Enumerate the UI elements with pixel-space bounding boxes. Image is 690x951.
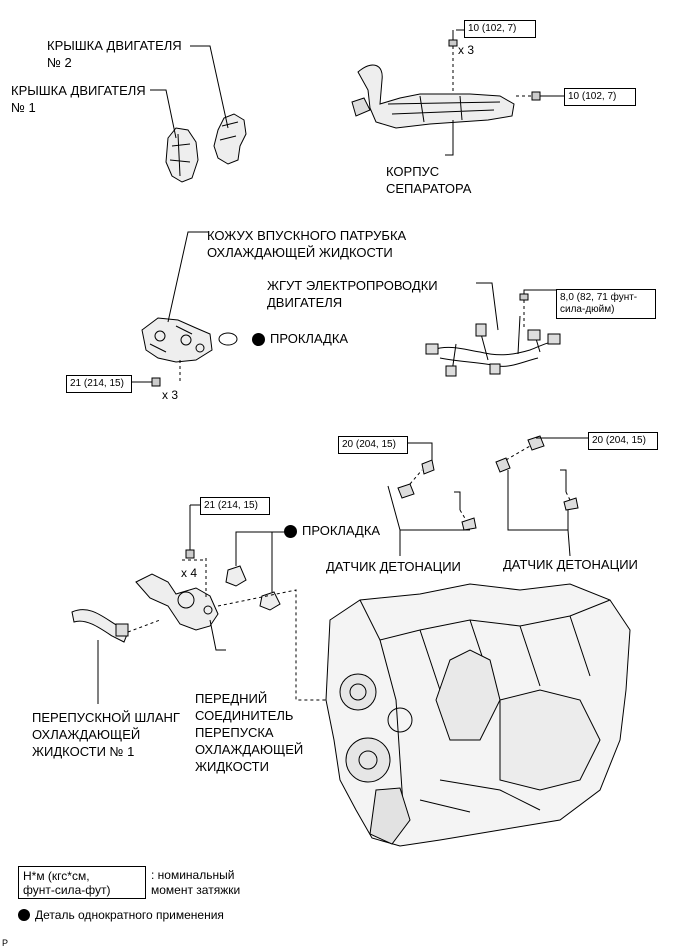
engine-block-part [325,583,631,847]
legend-single-use-text: Деталь однократного применения [35,908,224,922]
label-bypass-hose: ПЕРЕПУСКНОЙ ШЛАНГ ОХЛАЖДАЮЩЕЙ ЖИДКОСТИ №… [32,710,180,759]
label-gasket-2: ПРОКЛАДКА [302,523,381,538]
single-use-icon [252,333,265,346]
label-knock-sensor-left: ДАТЧИК ДЕТОНАЦИИ [326,559,461,574]
front-bypass-connector-part [135,573,219,631]
label-front-connector: ПЕРЕДНИЙ СОЕДИНИТЕЛЬ ПЕРЕПУСКА ОХЛАЖДАЮЩ… [195,691,304,774]
torque-box-separator-top: 10 (102, 7) [464,20,536,38]
label-knock-sensor-right: ДАТЧИК ДЕТОНАЦИИ [503,557,638,572]
label-gasket-1: ПРОКЛАДКА [270,331,349,346]
knock-sensor-right-part [495,435,579,511]
gasket-ring [218,332,238,346]
qty-separator-bolts: x 3 [458,43,475,57]
torque-box-knock-right: 20 (204, 15) [588,432,658,450]
torque-box-inlet: 21 (214, 15) [66,375,132,393]
torque-box-knock-left: 20 (204, 15) [338,436,408,454]
single-use-icon [284,525,297,538]
wire-harness-part [425,315,561,377]
connector-gaskets-part [225,565,281,611]
knock-sensor-left-part [397,459,477,531]
label-engine-cover-2: КРЫШКА ДВИГАТЕЛЯ № 2 [47,38,182,70]
legend-single-use: Деталь однократного применения [18,908,224,922]
label-engine-cover-1: КРЫШКА ДВИГАТЕЛЯ № 1 [11,83,146,115]
label-separator-housing: КОРПУС СЕПАРАТОРА [386,164,472,196]
torque-box-harness: 8,0 (82, 71 фунт- сила-дюйм) [556,289,656,319]
bypass-hose-part [71,609,129,643]
qty-inlet-bolts: x 3 [162,388,179,402]
torque-box-separator-right: 10 (102, 7) [564,88,636,106]
engine-cover-1-part [165,127,199,183]
torque-box-connector: 21 (214, 15) [200,497,270,515]
legend-torque-description: : номинальный момент затяжки [151,868,241,897]
diagram-code: P [2,938,9,948]
label-coolant-inlet-housing: КОЖУХ ВПУСКНОГО ПАТРУБКА ОХЛАЖДАЮЩЕЙ ЖИД… [207,228,407,260]
coolant-inlet-housing-part [141,317,213,363]
separator-housing-part [351,64,515,129]
legend-torque-box: Н*м (кгс*см, фунт-сила-фут) [18,866,146,899]
single-use-icon [18,909,30,921]
label-wire-harness: ЖГУТ ЭЛЕКТРОПРОВОДКИ ДВИГАТЕЛЯ [267,278,438,310]
engine-cover-2-part [213,113,247,165]
qty-connector-bolts: x 4 [181,566,198,580]
